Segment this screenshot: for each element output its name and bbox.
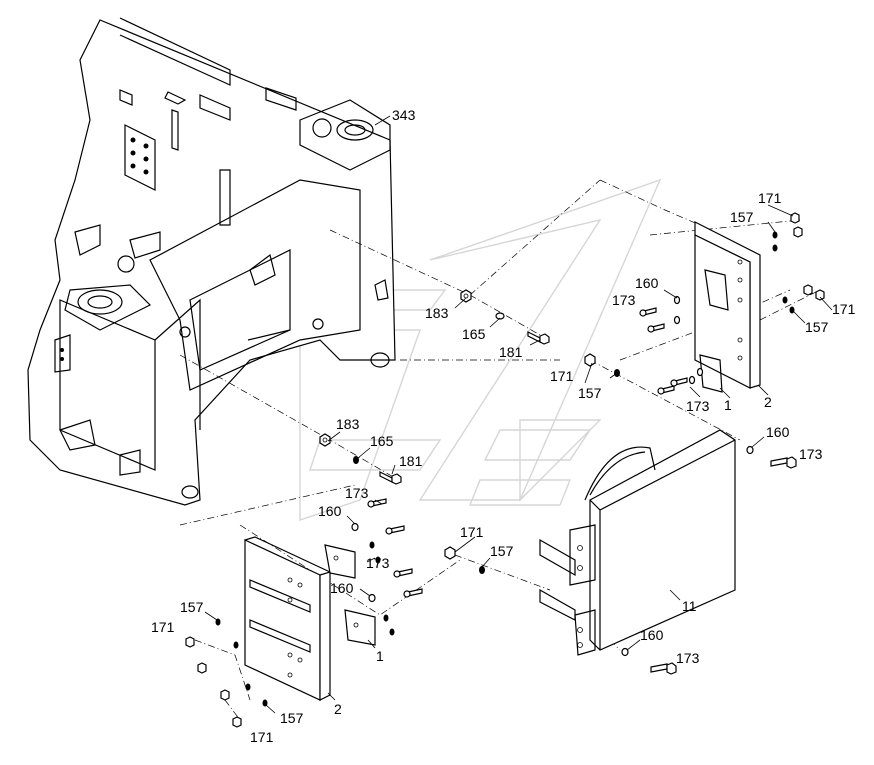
callout-1: 1 (376, 648, 384, 664)
callout-171: 171 (832, 301, 856, 317)
callout-165: 165 (370, 433, 394, 449)
callout-157: 157 (578, 385, 602, 401)
callout-171: 171 (250, 729, 274, 745)
cooler-unit (539, 429, 736, 656)
callout-171: 171 (550, 368, 574, 384)
callout-173: 173 (799, 446, 823, 462)
callout-181: 181 (399, 453, 423, 469)
callout-183: 183 (425, 305, 449, 321)
callout-160: 160 (640, 627, 664, 643)
callout-165: 165 (462, 326, 486, 342)
callout-2: 2 (764, 394, 772, 410)
callout-343: 343 (392, 107, 416, 123)
callout-173: 173 (686, 398, 710, 414)
callout-2: 2 (334, 701, 342, 717)
main-frame (27, 17, 396, 506)
callout-173: 173 (612, 292, 636, 308)
callout-183: 183 (336, 416, 360, 432)
callout-157: 157 (490, 543, 514, 559)
callout-171: 171 (151, 619, 175, 635)
bracket-plate-upper (694, 221, 761, 393)
callout-171: 171 (460, 524, 484, 540)
callout-160: 160 (330, 580, 354, 596)
callout-157: 157 (805, 319, 829, 335)
callout-160: 160 (318, 503, 342, 519)
callout-1: 1 (724, 397, 732, 413)
callout-157: 157 (180, 599, 204, 615)
callout-173: 173 (676, 650, 700, 666)
callout-171: 171 (758, 190, 782, 206)
callout-157: 157 (730, 209, 754, 225)
callout-181: 181 (499, 344, 523, 360)
callout-160: 160 (766, 424, 790, 440)
callout-labels: 343 171 157 160 173 171 157 183 165 181 … (151, 107, 856, 745)
fasteners (185, 212, 825, 728)
leader-lines (204, 115, 833, 714)
callout-173: 173 (345, 485, 369, 501)
callout-173: 173 (366, 555, 390, 571)
callout-11: 11 (682, 598, 697, 614)
bracket-plate-lower (244, 536, 376, 701)
callout-160: 160 (635, 275, 659, 291)
callout-157: 157 (280, 710, 304, 726)
